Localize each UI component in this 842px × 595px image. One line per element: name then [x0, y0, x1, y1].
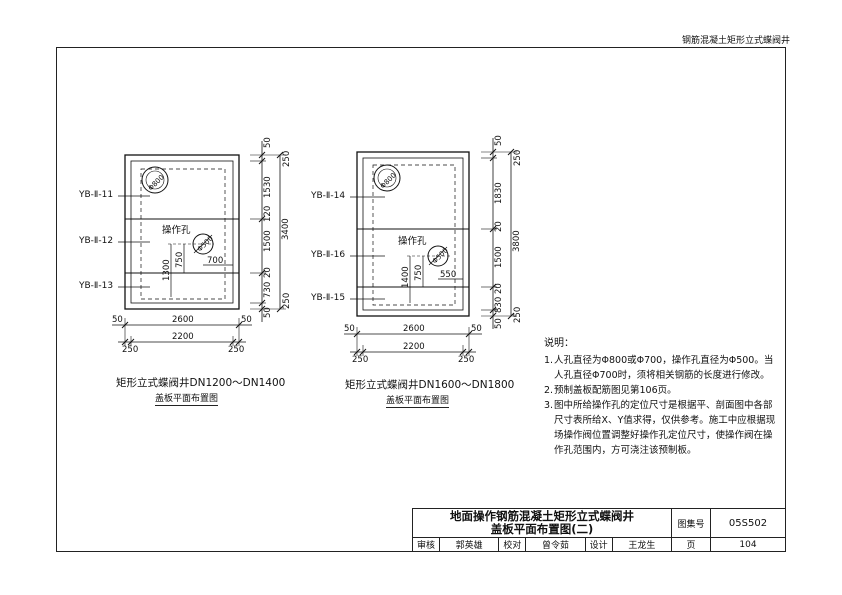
- designer-name: 王龙生: [611, 537, 673, 552]
- l-top-edge: 50: [263, 137, 273, 148]
- l-dim-y2: 750: [175, 252, 185, 268]
- right-plan: [344, 138, 517, 356]
- left-manhole-inner: [145, 170, 165, 190]
- left-outer-wall: [124, 154, 240, 310]
- r-top-edge: 50: [494, 135, 504, 146]
- r-gap1: 20: [494, 221, 504, 232]
- r-left-wall: 250: [352, 355, 368, 365]
- slab-label: YB-Ⅱ-16: [311, 250, 346, 260]
- left-inner-wall: [130, 160, 234, 304]
- left-caption: 矩形立式蝶阀井DN1200～DN1400: [116, 377, 286, 389]
- r-left-edge: 50: [344, 324, 355, 334]
- note-item: 3.图中所给操作孔的定位尺寸是根据平、剖面图中各部尺寸表所给X、Y值求得，仅供参…: [544, 400, 776, 456]
- drawing-title-line2: 盖板平面布置图(二): [490, 522, 594, 536]
- l-left-wall: 250: [122, 345, 138, 355]
- left-subcaption: 盖板平面布置图: [155, 391, 219, 406]
- l-op-label: 操作孔: [162, 224, 191, 236]
- r-inner: 2200: [403, 342, 425, 352]
- r-op-dia: Φ500: [431, 246, 450, 265]
- r-manhole-dia: Φ800: [379, 171, 398, 190]
- l-right-wall: 250: [228, 345, 244, 355]
- title-block: 地面操作钢筋混凝土矩形立式蝶阀井 盖板平面布置图(二) 图集号 05S502 审…: [412, 508, 786, 552]
- slab-label: YB-Ⅱ-11: [79, 190, 114, 200]
- right-subcaption: 盖板平面布置图: [386, 393, 450, 408]
- r-outer: 2600: [403, 324, 425, 334]
- l-manhole-dia: Φ800: [147, 173, 166, 192]
- right-dim-text: 50 250 1830 20 1500 3800 20 830 50 250 1…: [344, 135, 523, 365]
- right-manhole-circle: [373, 164, 401, 192]
- notes-title: 说明：: [544, 338, 574, 349]
- page-label: 页: [671, 537, 711, 552]
- notes: 说明： 1.人孔直径为Φ800或Φ700，操作孔直径为Φ500。当人孔直径Φ70…: [544, 336, 776, 458]
- right-caption: 矩形立式蝶阀井DN1600～DN1800: [345, 379, 515, 391]
- r-right-wall: 250: [458, 355, 474, 365]
- l-bot-wall: 250: [282, 293, 292, 309]
- r-bot-wall: 250: [513, 307, 523, 323]
- right-outer-wall: [356, 151, 470, 317]
- l-gap2: 20: [263, 267, 273, 278]
- l-dim-y1: 1300: [162, 259, 172, 281]
- review-label: 审核: [412, 537, 440, 552]
- series-title: 钢筋混凝土矩形立式蝶阀井: [681, 36, 790, 46]
- page-number: 104: [710, 537, 786, 552]
- left-dim-text: 50 250 1530 120 1500 3400 20 730 50 250 …: [112, 137, 292, 355]
- l-seg1: 1530: [263, 176, 273, 198]
- right-opening-dashed: [372, 164, 456, 306]
- r-total: 3800: [512, 230, 522, 252]
- note-item: 2.预制盖板配筋图见第106页。: [544, 385, 677, 396]
- r-seg3: 830: [494, 297, 504, 313]
- l-bot-edge: 50: [263, 307, 273, 318]
- checker-name: 曾令茹: [525, 537, 586, 552]
- right-inner-wall: [362, 157, 464, 311]
- l-seg3: 730: [263, 282, 273, 298]
- l-seg2: 1500: [263, 230, 273, 252]
- reviewer-name: 郭英雄: [438, 537, 500, 552]
- l-inner: 2200: [172, 332, 194, 342]
- r-top-wall: 250: [513, 150, 523, 166]
- left-manhole-circle: [141, 166, 169, 194]
- l-dim-x: 700: [207, 256, 223, 266]
- r-op-label: 操作孔: [398, 235, 427, 247]
- atlas-number: 05S502: [710, 508, 786, 538]
- r-dim-x: 550: [440, 270, 456, 280]
- r-dim-y2: 750: [414, 265, 424, 281]
- l-total: 3400: [281, 218, 291, 240]
- r-gap2: 20: [494, 283, 504, 294]
- r-dim-y1: 1400: [401, 266, 411, 288]
- slab-label: YB-Ⅱ-13: [79, 281, 114, 291]
- slab-label: YB-Ⅱ-15: [311, 293, 346, 303]
- check-label: 校对: [498, 537, 527, 552]
- r-seg1: 1830: [494, 182, 504, 204]
- slab-label: YB-Ⅱ-12: [79, 236, 114, 246]
- slab-label: YB-Ⅱ-14: [311, 191, 346, 201]
- drawing-title-line1: 地面操作钢筋混凝土矩形立式蝶阀井: [450, 509, 634, 523]
- l-right-edge: 50: [241, 315, 252, 325]
- r-right-edge: 50: [471, 324, 482, 334]
- r-bot-edge: 50: [494, 318, 504, 329]
- design-label: 设计: [584, 537, 613, 552]
- drawing-frame: [56, 47, 786, 552]
- l-left-edge: 50: [112, 315, 123, 325]
- title-cell: 地面操作钢筋混凝土矩形立式蝶阀井 盖板平面布置图(二): [412, 508, 672, 538]
- l-op-dia: Φ500: [196, 234, 215, 253]
- note-item: 1.人孔直径为Φ800或Φ700，操作孔直径为Φ500。当人孔直径Φ700时，须…: [544, 355, 774, 381]
- left-opening-dashed: [140, 168, 226, 300]
- l-outer: 2600: [172, 315, 194, 325]
- right-manhole-inner: [377, 168, 397, 188]
- l-gap1: 120: [263, 206, 273, 222]
- atlas-label: 图集号: [671, 508, 711, 538]
- l-top-wall: 250: [282, 151, 292, 167]
- left-plan: [112, 141, 286, 346]
- r-seg2: 1500: [494, 246, 504, 268]
